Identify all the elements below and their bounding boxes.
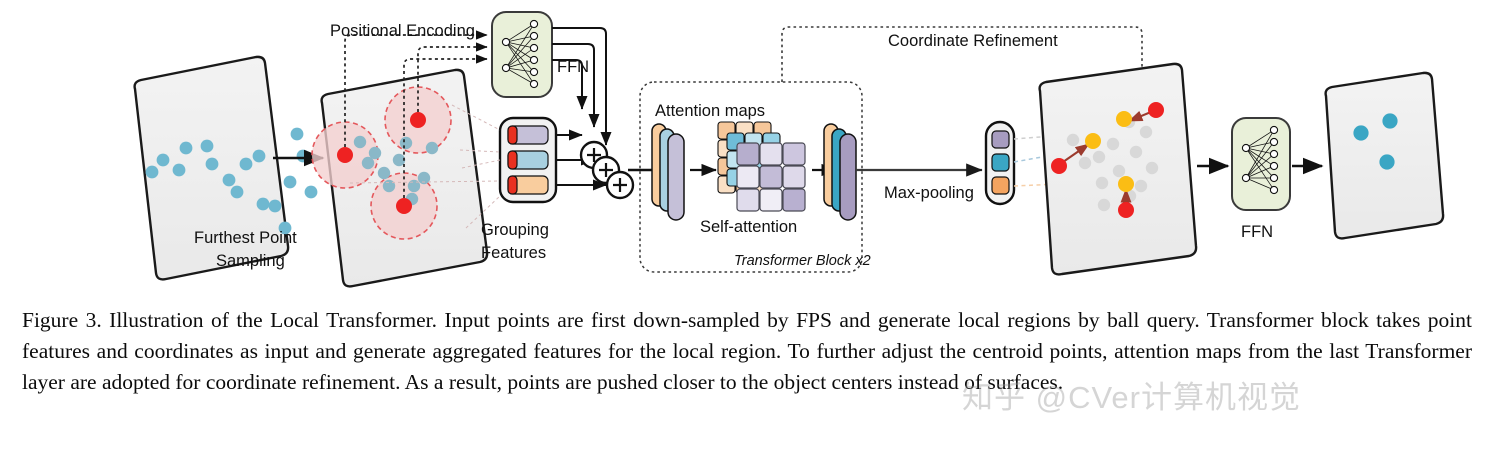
ffn-bottom-block (1231, 117, 1291, 211)
panel-output-points (1324, 71, 1445, 240)
panel-coordinate-refinement (1038, 62, 1198, 276)
refinement-neutral-points (1066, 115, 1159, 212)
label-transformer-block: Transformer Block x2 (734, 253, 871, 269)
label-attention-maps: Attention maps (655, 102, 765, 120)
label-self-attention: Self-attention (700, 218, 797, 236)
grouped-neighbor-points (353, 135, 439, 206)
centroid-points (337, 112, 426, 214)
label-grouping-features-line1: Grouping (481, 221, 549, 239)
attention-maps-stack (717, 121, 806, 212)
label-furthest-point-sampling-line2: Sampling (216, 252, 285, 270)
transformer-output-tokens (823, 123, 857, 221)
refinement-original-centroids (1051, 102, 1164, 218)
label-max-pooling: Max-pooling (884, 184, 974, 202)
label-grouping-features-line2: Features (481, 244, 546, 262)
coordinate-refinement-path (781, 26, 1147, 99)
label-furthest-point-sampling-line1: Furthest Point (194, 229, 297, 247)
label-positional-encoding: Positional Encoding (330, 22, 475, 40)
panel-input-points (133, 55, 318, 281)
ffn-top-block (491, 11, 553, 98)
transformer-block-container (639, 81, 863, 273)
transformer-input-tokens (651, 123, 685, 221)
attention-map-front (736, 142, 806, 212)
local-transformer-diagram: Furthest Point Sampling (133, 11, 1445, 288)
sum-operators (579, 140, 635, 200)
pooled-feature-capsule (984, 120, 1016, 206)
output-points-group (1353, 113, 1398, 170)
refinement-refined-centroids (1085, 111, 1134, 192)
positional-encoding-links (344, 30, 488, 198)
panel-grouped-points (311, 68, 489, 288)
label-coordinate-refinement: Coordinate Refinement (888, 32, 1058, 50)
grouping-tie-lines (349, 104, 501, 229)
grouping-features-block (498, 116, 558, 204)
label-ffn-bottom: FFN (1241, 223, 1273, 241)
figure-caption: Figure 3. Illustration of the Local Tran… (22, 308, 1472, 394)
pe-to-sum-wires (552, 27, 612, 146)
